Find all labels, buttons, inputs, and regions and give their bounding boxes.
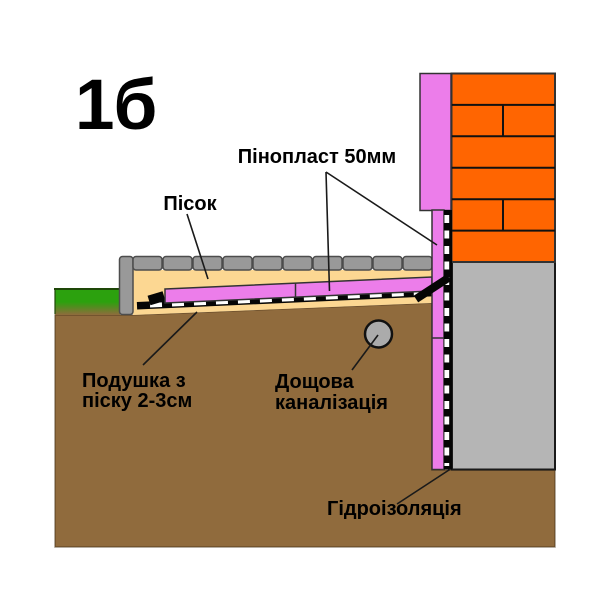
foam-label: Пінопласт 50мм bbox=[238, 146, 396, 168]
membrane-end-fold bbox=[147, 291, 166, 306]
waterproofing-label: Гідроізоляція bbox=[327, 498, 462, 520]
cushion-label: Подушка з піску 2-3см bbox=[82, 370, 192, 412]
paving-blocks bbox=[118, 255, 433, 316]
drain-pipe bbox=[363, 319, 394, 349]
sand-leader-line bbox=[186, 213, 209, 280]
figure-number: 1б bbox=[75, 66, 156, 145]
grass-strip bbox=[55, 289, 120, 315]
svg-text:піску 2-3см: піску 2-3см bbox=[82, 390, 192, 412]
vertical-membrane bbox=[444, 210, 452, 470]
svg-text:Дощова: Дощова bbox=[275, 371, 355, 393]
concrete-foundation bbox=[451, 261, 556, 471]
vertical-foam-wide bbox=[419, 72, 452, 212]
membrane-corner-piece bbox=[413, 274, 452, 303]
brick-joints bbox=[451, 103, 555, 232]
svg-text:каналізація: каналізація bbox=[275, 392, 388, 414]
horizontal-membrane bbox=[136, 288, 433, 310]
vertical-foam-narrow bbox=[431, 209, 445, 471]
curb-stone bbox=[118, 255, 134, 316]
cushion-leader-line bbox=[142, 311, 198, 366]
waterproofing-leader-line bbox=[396, 468, 451, 505]
sand-label: Пісок bbox=[163, 193, 217, 215]
drain-leader-line bbox=[351, 334, 379, 371]
drain-label: Дощова каналізація bbox=[275, 371, 388, 414]
svg-text:Подушка з: Подушка з bbox=[82, 370, 186, 392]
foam-leader-lines bbox=[325, 171, 438, 292]
